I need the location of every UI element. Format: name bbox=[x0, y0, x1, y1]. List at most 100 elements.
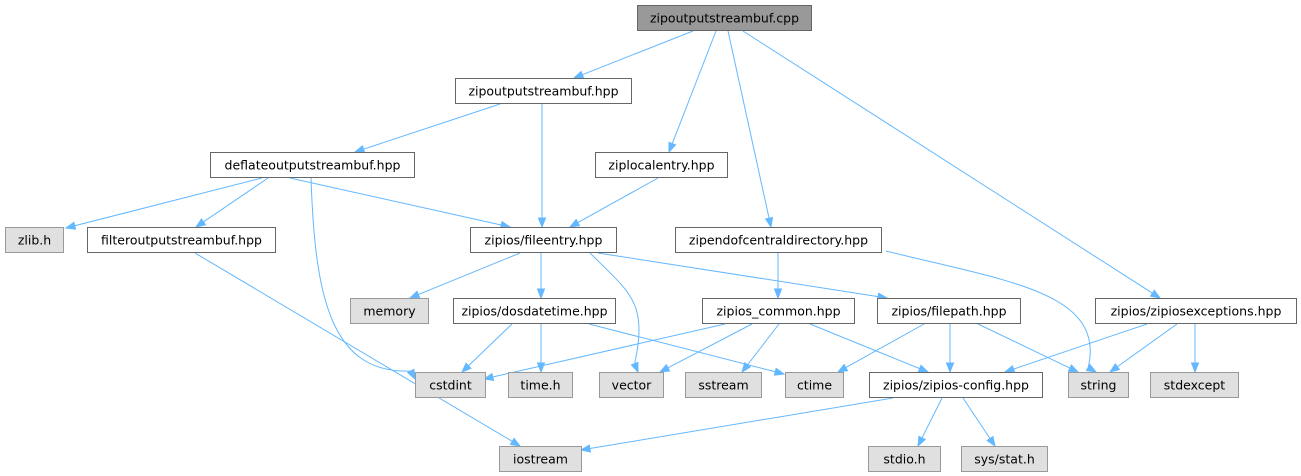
node-stdio: stdio.h bbox=[868, 446, 941, 472]
node-box bbox=[877, 298, 1021, 324]
node-box bbox=[869, 372, 1043, 398]
edge-line bbox=[589, 252, 640, 364]
edge-config-to-stdio bbox=[917, 397, 943, 448]
arrowhead bbox=[773, 288, 783, 300]
node-fp[interactable]: zipios/filepath.hpp bbox=[877, 298, 1021, 324]
arrowhead bbox=[536, 288, 546, 300]
node-box bbox=[5, 227, 64, 253]
arrowhead bbox=[1085, 363, 1098, 373]
node-root[interactable]: zipoutputstreambuf.cpp bbox=[637, 5, 812, 31]
arrowhead bbox=[1003, 364, 1016, 373]
node-config[interactable]: zipios/zipios-config.hpp bbox=[869, 372, 1043, 398]
node-label: deflateoutputstreambuf.hpp bbox=[225, 158, 401, 173]
node-box bbox=[595, 152, 728, 178]
arrowhead bbox=[537, 217, 547, 229]
edge-root-to-zle bbox=[668, 30, 717, 154]
arrowhead bbox=[917, 364, 930, 373]
node-common[interactable]: zipios_common.hpp bbox=[702, 298, 855, 324]
edge-line bbox=[671, 30, 717, 144]
node-label: stdio.h bbox=[883, 452, 925, 467]
node-string: string bbox=[1068, 372, 1129, 398]
edge-line bbox=[363, 103, 501, 150]
edge-dos-to-cstdint bbox=[461, 323, 513, 373]
node-label: ctime bbox=[797, 378, 832, 393]
edge-line bbox=[742, 30, 1153, 294]
node-label: zipendofcentraldirectory.hpp bbox=[689, 233, 868, 248]
node-fe[interactable]: zipios/fileentry.hpp bbox=[470, 227, 617, 253]
edge-line bbox=[492, 323, 726, 378]
edge-common-to-vector bbox=[658, 323, 753, 373]
node-dos[interactable]: zipios/dosdatetime.hpp bbox=[453, 298, 616, 324]
arrowhead bbox=[1190, 362, 1200, 374]
node-timeh: time.h bbox=[508, 372, 573, 398]
edge-layer bbox=[64, 30, 1200, 453]
arrowhead bbox=[572, 70, 585, 79]
node-layer: zipoutputstreambuf.cpp zipoutputstreambuf… bbox=[5, 5, 1297, 472]
arrowhead bbox=[945, 362, 955, 374]
node-box bbox=[415, 372, 486, 398]
node-label: zipios/filepath.hpp bbox=[891, 304, 1006, 319]
node-box bbox=[961, 446, 1048, 472]
node-memory: memory bbox=[350, 298, 429, 324]
edge-fp-to-string bbox=[977, 323, 1080, 373]
edge-line bbox=[809, 323, 920, 370]
node-box bbox=[350, 298, 429, 324]
edge-fp-to-config bbox=[945, 324, 955, 374]
node-label: zipios/zipiosexceptions.hpp bbox=[1111, 304, 1282, 319]
edge-fe-to-memory bbox=[408, 252, 521, 299]
arrowhead bbox=[461, 362, 472, 373]
node-label: zipios_common.hpp bbox=[716, 304, 840, 319]
node-fosb[interactable]: filteroutputstreambuf.hpp bbox=[87, 227, 276, 253]
edge-dosb-to-fe bbox=[289, 177, 512, 230]
node-box bbox=[868, 446, 941, 472]
node-label: sstream bbox=[698, 378, 748, 393]
arrowhead bbox=[764, 216, 774, 229]
node-zosb_hpp[interactable]: zipoutputstreambuf.hpp bbox=[455, 78, 632, 104]
edge-line bbox=[289, 177, 502, 226]
node-zex[interactable]: zipios/zipiosexceptions.hpp bbox=[1095, 298, 1297, 324]
arrowhead bbox=[536, 362, 546, 374]
edge-line bbox=[418, 252, 521, 296]
arrowhead bbox=[406, 368, 416, 381]
node-box bbox=[1150, 372, 1239, 398]
edge-line bbox=[468, 323, 513, 367]
node-zecd[interactable]: zipendofcentraldirectory.hpp bbox=[675, 227, 882, 253]
node-label: time.h bbox=[520, 378, 560, 393]
node-label: sys/stat.h bbox=[974, 452, 1035, 467]
edge-line bbox=[74, 177, 263, 227]
node-label: ziplocalentry.hpp bbox=[608, 158, 714, 173]
edge-line bbox=[1013, 323, 1148, 370]
node-label: cstdint bbox=[429, 378, 472, 393]
node-dosb[interactable]: deflateoutputstreambuf.hpp bbox=[210, 152, 415, 178]
node-label: zipoutputstreambuf.cpp bbox=[650, 11, 799, 26]
edge-fe-to-vector bbox=[589, 252, 640, 374]
edge-fe-to-dos bbox=[536, 253, 546, 300]
node-label: iostream bbox=[513, 452, 568, 467]
edge-line bbox=[194, 252, 513, 442]
edge-fe-to-fp bbox=[597, 252, 889, 301]
node-label: stdexcept bbox=[1164, 378, 1225, 393]
edge-line bbox=[845, 323, 925, 369]
edge-line bbox=[962, 397, 991, 439]
edge-line bbox=[577, 177, 659, 224]
edge-dosb-to-fosb bbox=[194, 177, 269, 228]
node-label: zlib.h bbox=[18, 233, 51, 248]
edge-root-to-zex bbox=[742, 30, 1162, 299]
arrowhead bbox=[408, 290, 421, 299]
edge-line bbox=[747, 323, 780, 366]
edge-zex-to-stdexcept bbox=[1190, 324, 1200, 374]
node-stdexcept: stdexcept bbox=[1150, 372, 1239, 398]
edge-fp-to-ctime bbox=[836, 323, 925, 373]
edge-line bbox=[589, 397, 894, 450]
node-zle[interactable]: ziplocalentry.hpp bbox=[595, 152, 728, 178]
arrowhead bbox=[353, 144, 366, 154]
node-box bbox=[702, 298, 855, 324]
node-box bbox=[508, 372, 573, 398]
edge-root-to-zosb_hpp bbox=[572, 30, 694, 79]
edge-dosb-to-cstdint bbox=[310, 177, 416, 381]
edge-config-to-stat bbox=[962, 397, 996, 448]
edge-line bbox=[1117, 323, 1178, 368]
arrowhead bbox=[986, 435, 996, 448]
edge-line bbox=[203, 177, 269, 223]
node-label: zipios/fileentry.hpp bbox=[485, 233, 603, 248]
